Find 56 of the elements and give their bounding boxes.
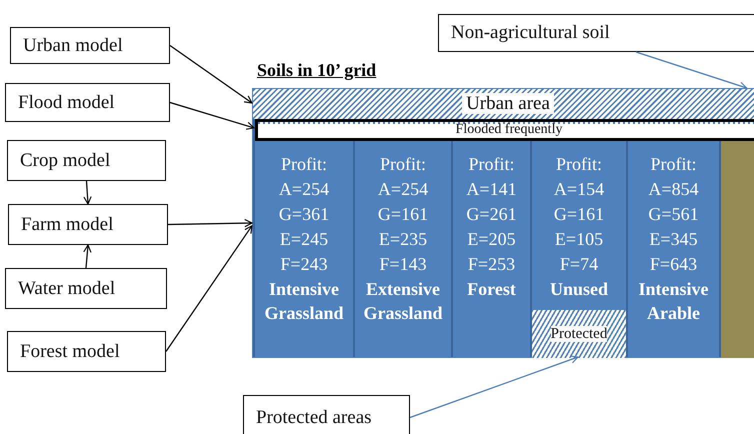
protected-patch: Protected [532,310,626,358]
profit-value: Profit: [649,153,698,176]
profit-value: E=245 [278,228,330,251]
profit-value: E=235 [378,228,428,251]
profit-value: E=105 [554,228,604,251]
arrow [410,356,579,418]
profit-value: F=253 [466,253,516,276]
arrow [168,219,253,228]
callout-box: Protected areas [243,395,410,434]
arrow [170,45,253,104]
model-box: Flood model [5,83,170,122]
land-use-name: Intensive Arable [637,278,710,325]
profit-value: Profit: [467,153,516,176]
profit-value: G=561 [647,203,700,226]
land-use-name: Forest [466,278,517,301]
model-box: Crop model [7,140,166,181]
profit-value: G=361 [278,203,330,226]
arrow [83,180,92,205]
profit-value: G=161 [376,203,430,226]
arrow [170,102,255,130]
profit-value: A=141 [465,178,518,201]
profit-value: Profit: [378,153,427,176]
urban-area-band: Urban area [253,89,754,119]
flood-band: Flooded frequently [255,119,754,141]
profit-value: F=143 [378,253,428,276]
model-box: Water model [5,268,167,309]
land-use-name: Extensive Grassland [362,278,444,325]
land-use-column [628,140,719,358]
profit-value: Profit: [280,153,328,176]
grid-title: Soils in 10’ grid [257,60,376,81]
land-use-column [453,140,530,358]
land-use-name: Intensive Grassland [263,278,345,325]
model-box: Farm model [8,204,168,245]
land-use-column [532,140,626,358]
model-box: Forest model [7,331,166,372]
arrow [83,244,92,268]
arrow [166,225,253,352]
land-use-name: Unused [548,278,610,301]
land-use-column [355,140,451,358]
profit-value: F=74 [558,253,600,276]
model-box: Urban model [10,27,170,64]
land-use-column [721,140,754,358]
profit-value: E=345 [648,228,699,251]
profit-value: A=854 [647,178,700,201]
profit-value: Profit: [554,153,603,176]
profit-value: A=154 [552,178,606,201]
arrow [636,51,748,90]
profit-value: A=254 [376,178,430,201]
profit-value: G=261 [465,203,518,226]
land-use-column [255,140,353,358]
profit-value: E=205 [466,228,517,251]
profit-value: F=243 [279,253,329,276]
callout-box: Non-agricultural soil [438,14,754,52]
profit-value: G=161 [552,203,606,226]
profit-value: F=643 [648,253,698,276]
profit-value: A=254 [278,178,330,201]
